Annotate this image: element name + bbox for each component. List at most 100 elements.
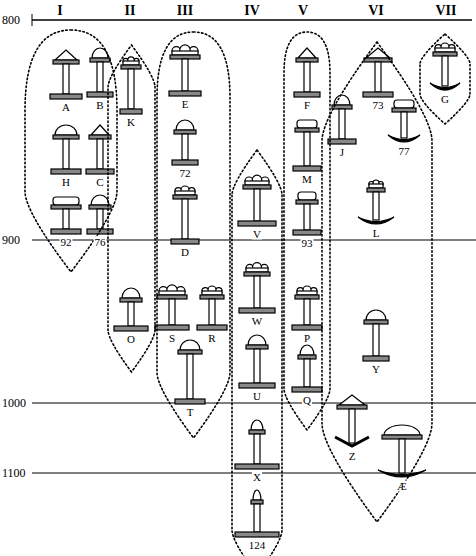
sword-symbol bbox=[328, 95, 356, 144]
sword-label: U bbox=[252, 391, 262, 402]
sword-part bbox=[91, 195, 109, 205]
sword-symbol bbox=[51, 125, 81, 174]
sword-label: M bbox=[301, 174, 313, 185]
sword-label: P bbox=[303, 333, 311, 344]
sword-symbol bbox=[50, 50, 82, 99]
sword-part bbox=[169, 299, 175, 325]
sword-part bbox=[235, 532, 279, 537]
sword-symbol bbox=[292, 345, 322, 392]
sword-part bbox=[128, 69, 134, 109]
sword-part bbox=[366, 310, 386, 320]
sword-part bbox=[53, 197, 79, 205]
sword-label: Æ bbox=[396, 481, 408, 492]
type-numeral: IV bbox=[244, 4, 260, 18]
type-numeral: II bbox=[125, 4, 136, 18]
sword-part bbox=[171, 239, 199, 244]
type-numeral: VII bbox=[435, 4, 456, 18]
type-numeral: V bbox=[298, 4, 308, 18]
sword-symbol bbox=[197, 286, 227, 330]
sword-part bbox=[254, 189, 260, 221]
sword-part bbox=[51, 205, 81, 209]
type-group: IIKO bbox=[108, 2, 155, 372]
sword-label: K bbox=[126, 117, 136, 128]
sword-part bbox=[349, 409, 355, 443]
sword-part bbox=[180, 340, 200, 350]
sword-label: Q bbox=[302, 395, 312, 406]
sword-part bbox=[304, 359, 310, 387]
sword-part bbox=[155, 325, 189, 330]
sword-symbol bbox=[378, 425, 426, 477]
sword-part bbox=[375, 62, 381, 92]
type-group: IABHC9276 bbox=[25, 2, 117, 272]
sword-part bbox=[209, 299, 215, 325]
group-outline bbox=[157, 32, 230, 438]
sword-part bbox=[51, 169, 81, 174]
sword-symbol bbox=[120, 57, 142, 114]
sword-part bbox=[120, 298, 142, 302]
sword-symbol bbox=[51, 197, 81, 234]
sword-part bbox=[91, 125, 109, 135]
sword-part bbox=[292, 325, 322, 330]
group-outline bbox=[25, 30, 117, 272]
sword-part bbox=[253, 490, 261, 500]
sword-part bbox=[159, 291, 185, 295]
sword-part bbox=[55, 125, 77, 135]
type-group: IIIE72DSRT bbox=[157, 2, 230, 438]
sword-label: V bbox=[252, 229, 262, 240]
sword-part bbox=[114, 326, 148, 331]
sword-part bbox=[202, 291, 222, 295]
sword-part bbox=[175, 399, 205, 404]
sword-part bbox=[235, 464, 279, 469]
sword-part bbox=[63, 139, 69, 169]
sword-part bbox=[249, 430, 265, 434]
sword-part bbox=[337, 405, 367, 409]
sword-label: Z bbox=[348, 451, 357, 462]
sword-label: Y bbox=[371, 364, 381, 375]
sword-part bbox=[293, 166, 321, 171]
sword-label: S bbox=[168, 333, 176, 344]
sword-part bbox=[63, 64, 69, 94]
group-outline bbox=[108, 2, 155, 372]
sword-label: H bbox=[61, 177, 71, 188]
sword-part bbox=[122, 288, 140, 298]
year-label: 900 bbox=[2, 234, 20, 246]
sword-part bbox=[86, 169, 114, 174]
sword-symbol bbox=[175, 340, 205, 404]
sword-part bbox=[182, 59, 188, 91]
sword-part bbox=[120, 109, 142, 114]
sword-part bbox=[304, 204, 310, 230]
sword-part bbox=[369, 184, 383, 188]
sword-symbol bbox=[172, 120, 198, 165]
sword-symbol bbox=[292, 286, 322, 330]
group-outline bbox=[284, 32, 330, 430]
group-outline bbox=[232, 150, 282, 556]
sword-symbol bbox=[87, 48, 113, 97]
sword-part bbox=[296, 200, 318, 204]
sword-label: D bbox=[180, 247, 190, 258]
sword-part bbox=[53, 135, 79, 139]
sword-label: A bbox=[61, 102, 71, 113]
sword-symbol bbox=[294, 48, 320, 97]
sword-symbol bbox=[358, 180, 394, 224]
sword-part bbox=[239, 308, 275, 313]
sword-part bbox=[304, 62, 310, 92]
sword-label: 72 bbox=[179, 168, 192, 179]
sword-part bbox=[364, 320, 388, 324]
sword-part bbox=[298, 48, 316, 58]
sword-part bbox=[363, 92, 393, 97]
sword-part bbox=[238, 221, 276, 226]
sword-part bbox=[367, 188, 385, 192]
sword-part bbox=[245, 181, 269, 185]
type-numeral: VI bbox=[368, 4, 384, 18]
tick bbox=[32, 14, 33, 26]
sword-symbol bbox=[293, 192, 321, 235]
sword-part bbox=[251, 500, 263, 504]
sword-part bbox=[50, 94, 82, 99]
sword-part bbox=[244, 272, 270, 276]
sword-part bbox=[97, 139, 103, 169]
type-group: VIIG bbox=[420, 2, 470, 124]
group-outline bbox=[420, 2, 470, 124]
sword-symbol bbox=[239, 263, 275, 313]
dotted-enclosure bbox=[108, 45, 155, 372]
sword-part bbox=[172, 160, 198, 165]
